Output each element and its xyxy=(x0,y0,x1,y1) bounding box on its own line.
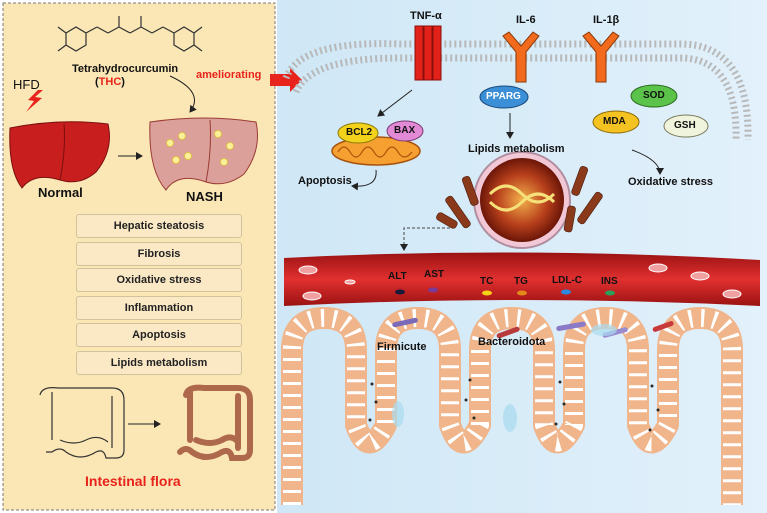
compound-abbr: (THC) xyxy=(95,76,125,88)
blood-marker-ast: AST xyxy=(424,269,444,280)
effect-item: Inflammation xyxy=(76,296,242,320)
intestine-affected xyxy=(177,384,253,461)
intestinal-flora-label: Intestinal flora xyxy=(85,473,181,489)
hfd-label: HFD xyxy=(13,77,40,92)
nash-label: NASH xyxy=(186,189,223,204)
blood-marker-ins: INS xyxy=(601,276,618,287)
effect-item: Fibrosis xyxy=(76,242,242,266)
bacteroidota-label: Bacteroidota xyxy=(478,336,546,348)
blood-marker-ldlc: LDL-C xyxy=(552,275,582,286)
il1b-receptor xyxy=(582,31,620,83)
red-blood-cells xyxy=(298,263,742,301)
ameliorating-label: ameliorating xyxy=(196,69,262,81)
effect-item: Lipids metabolism xyxy=(76,351,242,375)
dna-icon xyxy=(488,184,556,204)
oxidative-arrow xyxy=(631,149,664,175)
chromatin xyxy=(436,166,603,233)
nucleus-to-vessel-arrow xyxy=(400,227,450,251)
thc-to-nash-arrow xyxy=(169,75,197,113)
bacteria-dots xyxy=(368,378,660,432)
sod-protein xyxy=(630,84,678,108)
blood-marker-dots xyxy=(395,287,615,296)
sod-label: SOD xyxy=(643,90,665,101)
bax-protein xyxy=(386,120,424,142)
lipids-label: Lipids metabolism xyxy=(468,143,565,155)
normal-liver xyxy=(9,121,110,189)
normal-label: Normal xyxy=(38,185,83,200)
cell-membrane-inner xyxy=(292,54,740,141)
pparg-label: PPARG xyxy=(486,91,521,102)
bcl2-protein xyxy=(337,122,379,144)
mito-to-apoptosis-arrow xyxy=(351,169,377,191)
intestinal-villi xyxy=(281,307,743,505)
nash-liver xyxy=(149,117,258,191)
compound-name: Tetrahydrocurcumin xyxy=(72,63,179,75)
compound-abbr-text: THC xyxy=(98,76,122,88)
il1b-label: IL-1β xyxy=(593,14,620,26)
intestine-healthy xyxy=(39,387,125,459)
pparg-protein xyxy=(479,85,529,109)
tnf-label: TNF-α xyxy=(410,10,442,22)
mda-label: MDA xyxy=(603,116,626,127)
oxidative-label: Oxidative stress xyxy=(628,176,713,188)
gsh-label: GSH xyxy=(674,120,696,131)
bax-label: BAX xyxy=(394,125,416,136)
bcl2-label: BCL2 xyxy=(346,127,373,138)
il6-label: IL-6 xyxy=(516,14,536,26)
il6-receptor xyxy=(502,31,540,83)
fat-droplets xyxy=(166,130,234,166)
ameliorating-arrow xyxy=(270,68,302,92)
gut-bacteria xyxy=(392,317,674,432)
mda-protein xyxy=(592,110,640,134)
lightning-icon xyxy=(26,90,43,112)
firmicute-label: Firmicute xyxy=(377,341,427,353)
blood-marker-alt: ALT xyxy=(388,271,407,282)
tnf-receptor xyxy=(414,25,442,81)
apoptosis-label: Apoptosis xyxy=(298,175,352,187)
blood-marker-tg: TG xyxy=(514,276,528,287)
tnf-to-mito-arrow xyxy=(377,89,413,117)
blood-marker-tc: TC xyxy=(480,276,494,287)
effect-item: Oxidative stress xyxy=(76,268,242,292)
cell-membrane-outer xyxy=(282,40,752,141)
effect-item: Apoptosis xyxy=(76,323,242,347)
thc-molecule xyxy=(57,16,203,52)
effect-item: Hepatic steatosis xyxy=(76,214,242,238)
gsh-protein xyxy=(663,114,709,138)
